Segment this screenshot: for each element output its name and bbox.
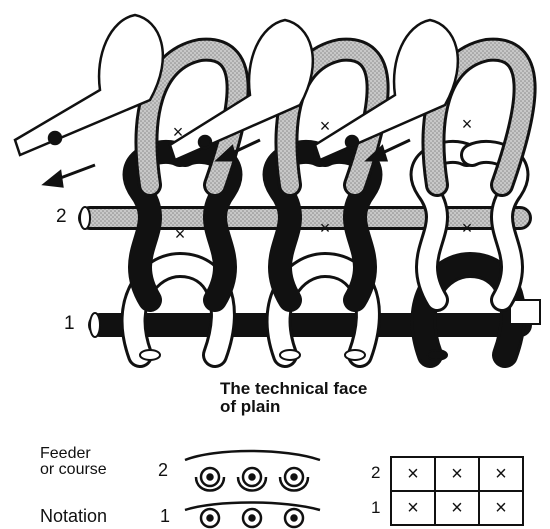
caption-line-2: of plain — [220, 398, 367, 416]
grid-cell: × — [440, 461, 474, 487]
grid-cell: × — [484, 461, 518, 487]
loop-mark: × — [173, 122, 184, 142]
course-1-yarn — [90, 265, 540, 360]
grid-cell: × — [484, 495, 518, 521]
notation-symbols — [185, 451, 320, 527]
loop-mark: × — [462, 114, 473, 134]
grid-cell: × — [396, 495, 430, 521]
grid-row-label-2: 2 — [371, 463, 380, 483]
grid-cell: × — [396, 461, 430, 487]
legend-course: or course — [40, 462, 107, 478]
legend-row-1: 1 — [160, 508, 170, 524]
grid-row-label-1: 1 — [371, 498, 380, 518]
caption-line-1: The technical face — [220, 380, 367, 398]
loop-mark: × — [320, 116, 331, 136]
course-label-1: 1 — [64, 313, 75, 335]
loop-mark: × — [175, 224, 186, 244]
grid-cell: × — [440, 495, 474, 521]
legend-feeder: Feeder — [40, 446, 91, 462]
loop-mark: × — [462, 218, 473, 238]
loop-mark: × — [320, 218, 331, 238]
course-label-2: 2 — [56, 206, 67, 228]
legend-row-2: 2 — [158, 462, 168, 478]
caption: The technical face of plain — [220, 380, 367, 416]
legend-notation: Notation — [40, 508, 107, 524]
